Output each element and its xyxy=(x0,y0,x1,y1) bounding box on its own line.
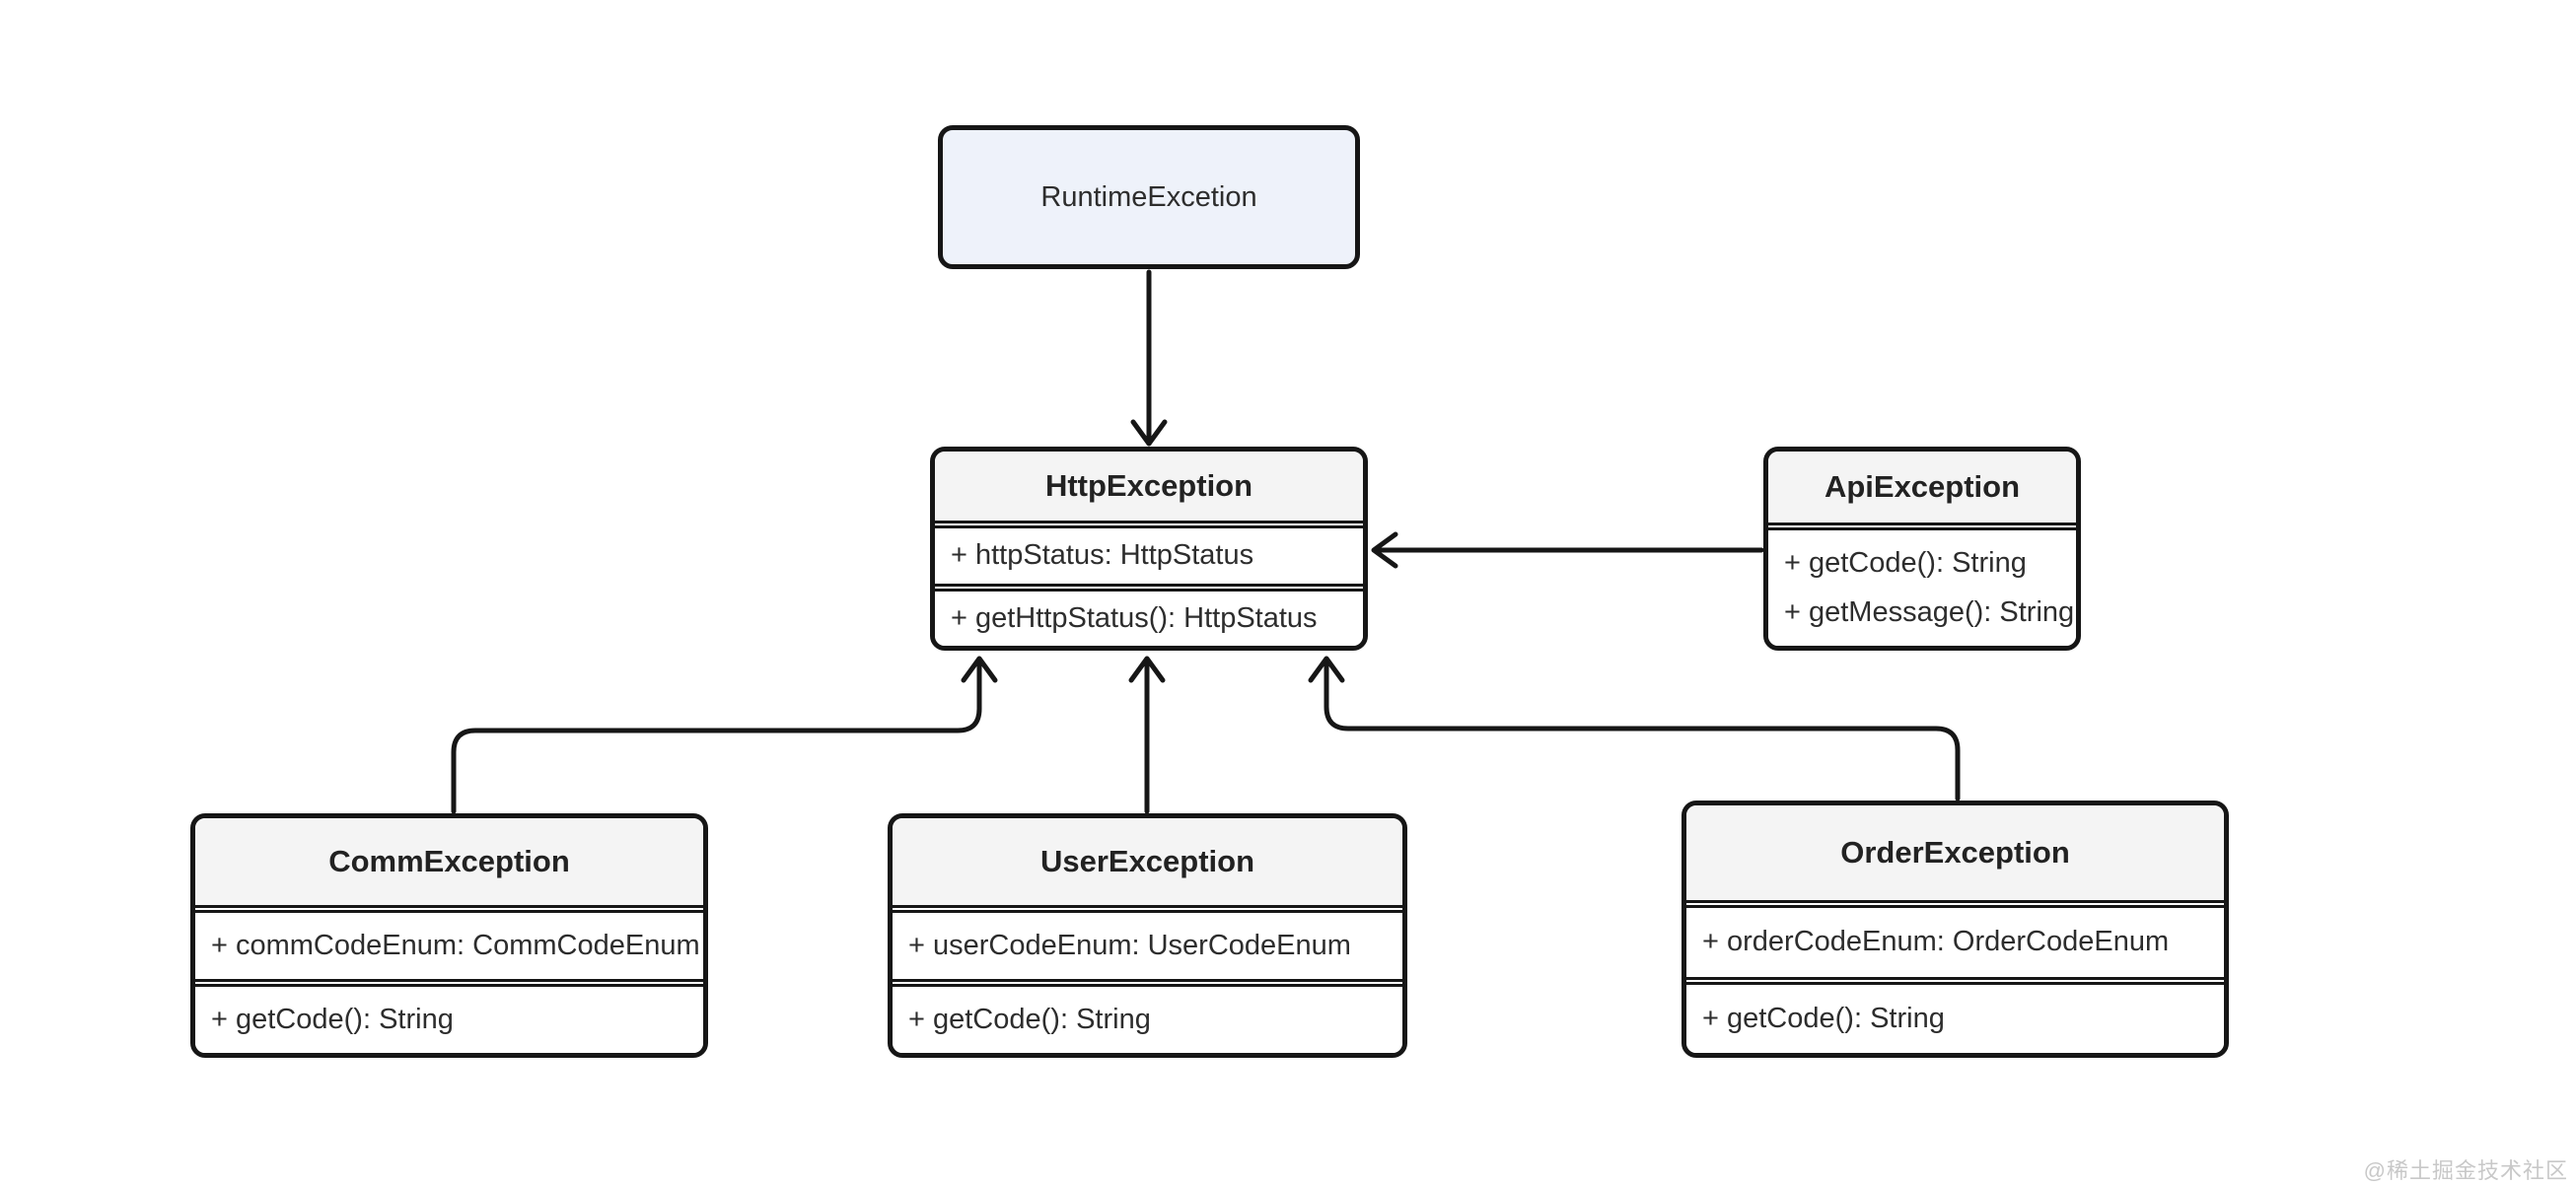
class-method: + getMessage(): String xyxy=(1784,596,2075,628)
class-box-commexception: CommException + commCodeEnum: CommCodeEn… xyxy=(190,813,708,1058)
class-title: ApiException xyxy=(1768,452,2076,523)
class-box-orderexception: OrderException + orderCodeEnum: OrderCod… xyxy=(1682,801,2229,1058)
class-method: + getHttpStatus(): HttpStatus xyxy=(935,583,1363,646)
class-box-apiexception: ApiException + getCode(): String + getMe… xyxy=(1763,447,2081,651)
arrow-comm-to-http xyxy=(451,656,998,814)
class-method: + getCode(): String xyxy=(893,979,1402,1053)
arrow-runtime-to-http xyxy=(1130,269,1168,447)
class-title: OrderException xyxy=(1686,805,2224,900)
class-attribute: + userCodeEnum: UserCodeEnum xyxy=(893,905,1402,979)
class-attribute: + httpStatus: HttpStatus xyxy=(935,521,1363,584)
class-title: RuntimeExcetion xyxy=(1040,180,1257,213)
class-title: HttpException xyxy=(935,452,1363,521)
class-box-runtimeexcetion: RuntimeExcetion xyxy=(938,125,1360,269)
watermark-text: @稀土掘金技术社区 xyxy=(2363,1158,2568,1183)
class-box-httpexception: HttpException + httpStatus: HttpStatus +… xyxy=(930,447,1368,651)
class-title: CommException xyxy=(195,818,703,905)
class-method: + getCode(): String xyxy=(1686,976,2224,1053)
class-body: + getCode(): String + getMessage(): Stri… xyxy=(1768,523,2076,646)
arrow-api-to-http xyxy=(1371,531,1764,569)
class-method: + getCode(): String xyxy=(195,979,703,1053)
class-title: UserException xyxy=(893,818,1402,905)
class-box-userexception: UserException + userCodeEnum: UserCodeEn… xyxy=(888,813,1407,1058)
class-method: + getCode(): String xyxy=(1784,547,2027,579)
arrow-user-to-http xyxy=(1128,656,1166,814)
arrow-order-to-http xyxy=(1308,656,1961,802)
class-attribute: + commCodeEnum: CommCodeEnum xyxy=(195,905,703,979)
class-attribute: + orderCodeEnum: OrderCodeEnum xyxy=(1686,900,2224,977)
